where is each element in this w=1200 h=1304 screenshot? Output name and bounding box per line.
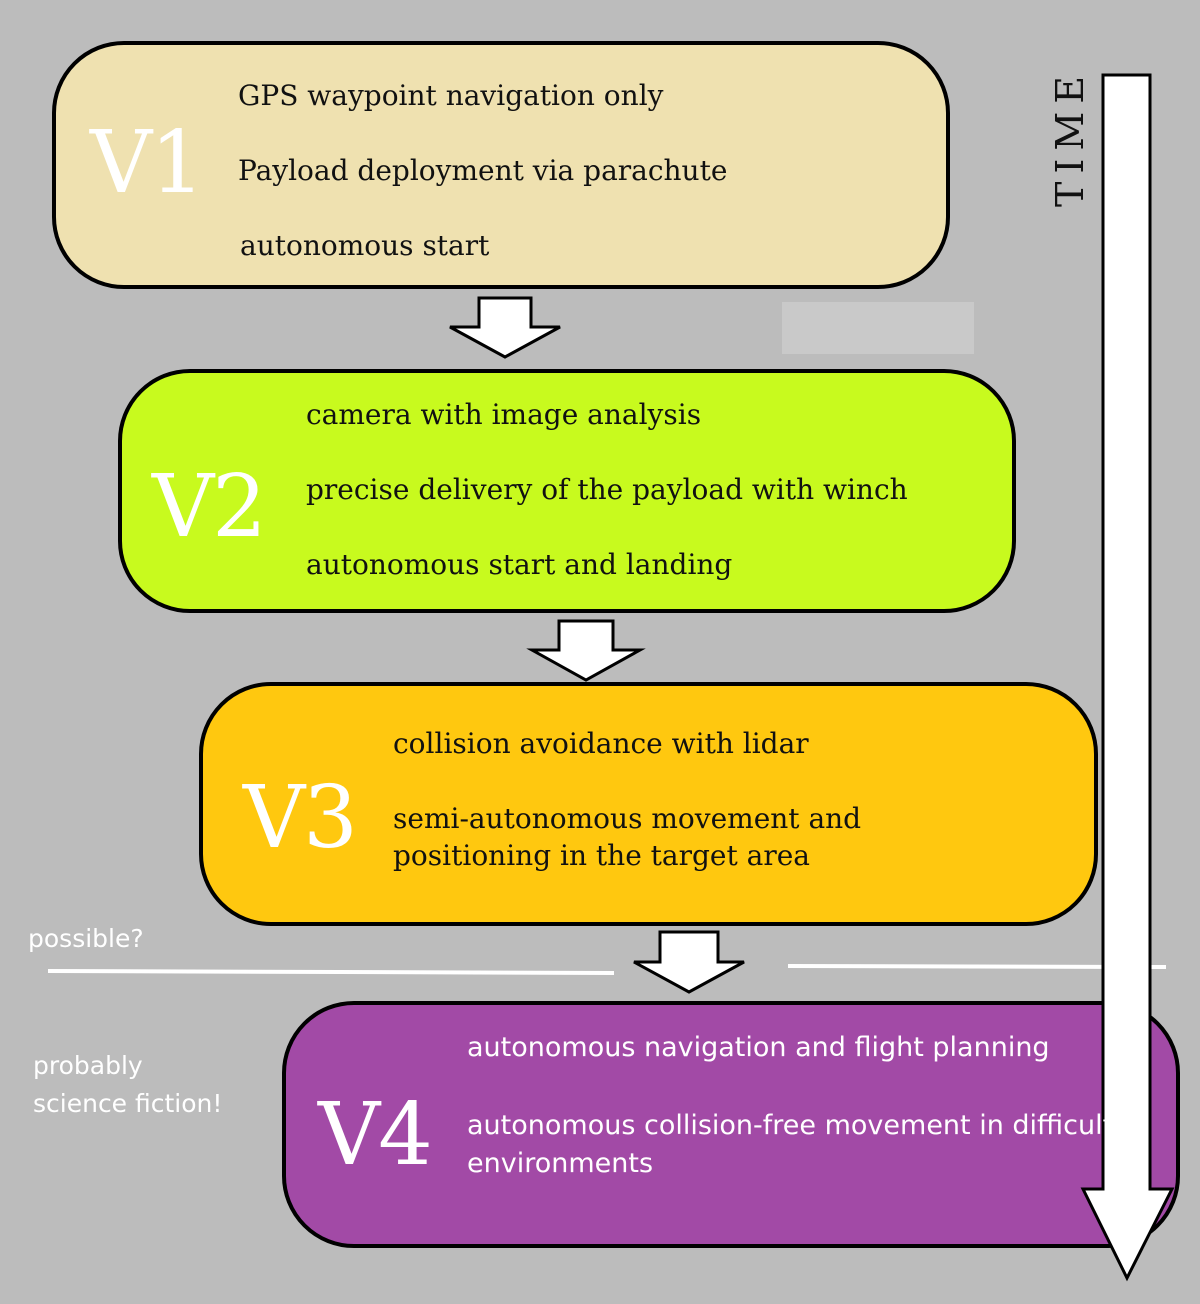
stage-v1-line-3: autonomous start (240, 229, 490, 262)
stage-box-v4 (282, 1001, 1180, 1248)
note-probably-line2: science fiction! (33, 1089, 223, 1118)
stage-label-v4: V4 (318, 1085, 433, 1185)
stage-v1-line-2: Payload deployment via parachute (238, 154, 728, 187)
stage-label-v2: V2 (152, 457, 267, 557)
stage-v4-line-3: environments (467, 1148, 654, 1179)
divider-line-left (47, 969, 615, 975)
stage-label-v1: V1 (90, 113, 205, 213)
note-possible: possible? (28, 924, 144, 953)
stage-v3-line-2: semi-autonomous movement and (393, 802, 862, 835)
time-arrow (1080, 73, 1175, 1282)
stage-v2-line-2: precise delivery of the payload with win… (306, 473, 908, 506)
stage-v1-line-1: GPS waypoint navigation only (238, 79, 664, 112)
time-axis-label: TIME (1048, 68, 1092, 208)
down-arrow-v3-v4 (633, 930, 745, 994)
stage-v2-line-3: autonomous start and landing (306, 548, 733, 581)
stage-box-v3 (199, 682, 1098, 926)
stage-label-v3: V3 (243, 768, 358, 868)
stage-v4-line-1: autonomous navigation and flight plannin… (467, 1032, 1050, 1063)
down-arrow-v1-v2 (449, 296, 561, 359)
background-patch (782, 302, 974, 354)
stage-v4-line-2: autonomous collision-free movement in di… (467, 1110, 1114, 1141)
stage-v3-line-3: positioning in the target area (393, 839, 810, 872)
stage-box-v2 (118, 369, 1016, 613)
stage-box-v1 (52, 41, 950, 289)
down-arrow-v2-v3 (526, 619, 646, 682)
stage-v2-line-1: camera with image analysis (306, 398, 702, 431)
note-probably-line1: probably (33, 1051, 143, 1080)
stage-v3-line-1: collision avoidance with lidar (393, 727, 809, 760)
